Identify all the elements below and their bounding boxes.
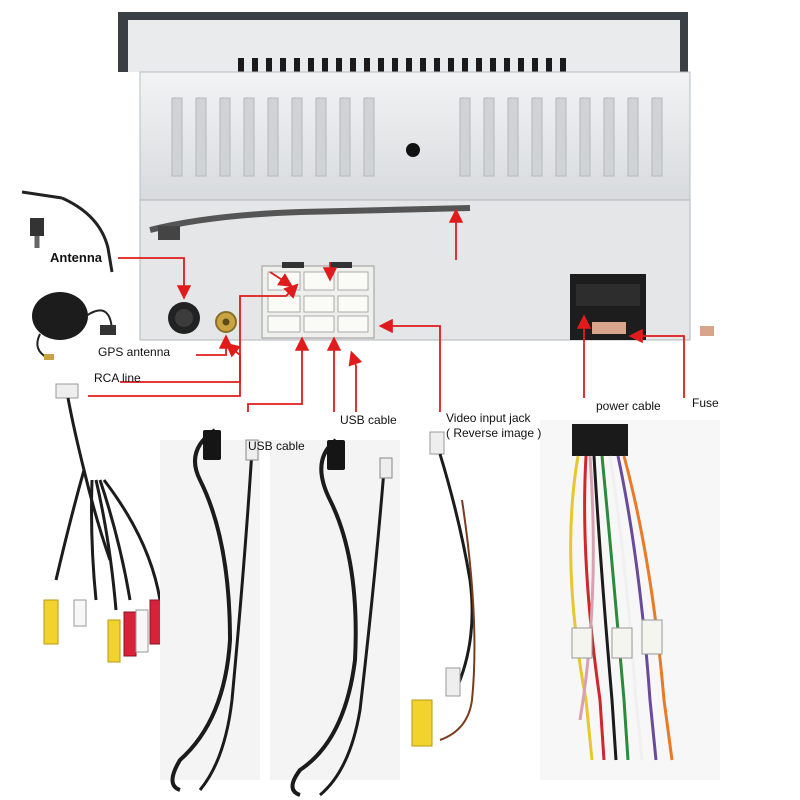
antenna-label: Antenna [50,250,102,265]
top-vent-slots [238,58,566,72]
rca-line-label: RCA line [94,371,141,385]
wire-tag [611,627,633,659]
antenna-socket [168,302,200,334]
usb-cable-2-label: USB cable [340,413,397,427]
usb-header [379,457,393,479]
rca-arrow [120,283,299,383]
unit-upper-chassis [139,71,691,201]
usb2-sub-arrow [348,350,363,412]
cable-clip [158,226,180,240]
wire-tag [571,627,593,659]
gps-arrow [196,334,234,356]
power-cable-label: power cable [596,399,661,413]
multi-connector-block [261,262,375,339]
usb-cable-1 [160,428,260,792]
rca-harness [43,383,179,663]
antenna-icon [21,190,114,273]
power-harness [540,326,720,780]
usb-cable-2 [270,438,400,797]
rca-plug-icon [43,599,179,663]
iso-power-connector [570,274,646,340]
antenna-arrow [118,257,192,300]
head-unit [118,12,691,341]
usb-plug-icon [327,440,345,470]
video-input-sublabel: ( Reverse image ) [446,426,542,440]
video-arrow [378,318,441,412]
fuse-arrow [628,328,685,398]
gps-antenna-label: GPS antenna [98,345,171,359]
video-cable [411,431,476,747]
connector-arrows [88,208,685,412]
usb-cable-1-label: USB cable [248,439,305,453]
rca-plug-icon [411,699,433,747]
iso-connector-icon [572,424,628,456]
usb-plug-icon [203,430,259,461]
fuse-icon [700,326,714,336]
gps-socket [215,311,237,333]
fuse-label: Fuse [692,396,719,410]
wire-tag [641,619,663,655]
gps-antenna-icon [32,292,116,360]
mount-screw-hole [406,143,420,157]
connector-pin-arrow [269,271,294,287]
video-input-label: Video input jack [446,411,531,425]
unit-top-panel [128,20,680,72]
side-vent-slots [171,97,663,177]
usb1-arrow [247,336,310,412]
